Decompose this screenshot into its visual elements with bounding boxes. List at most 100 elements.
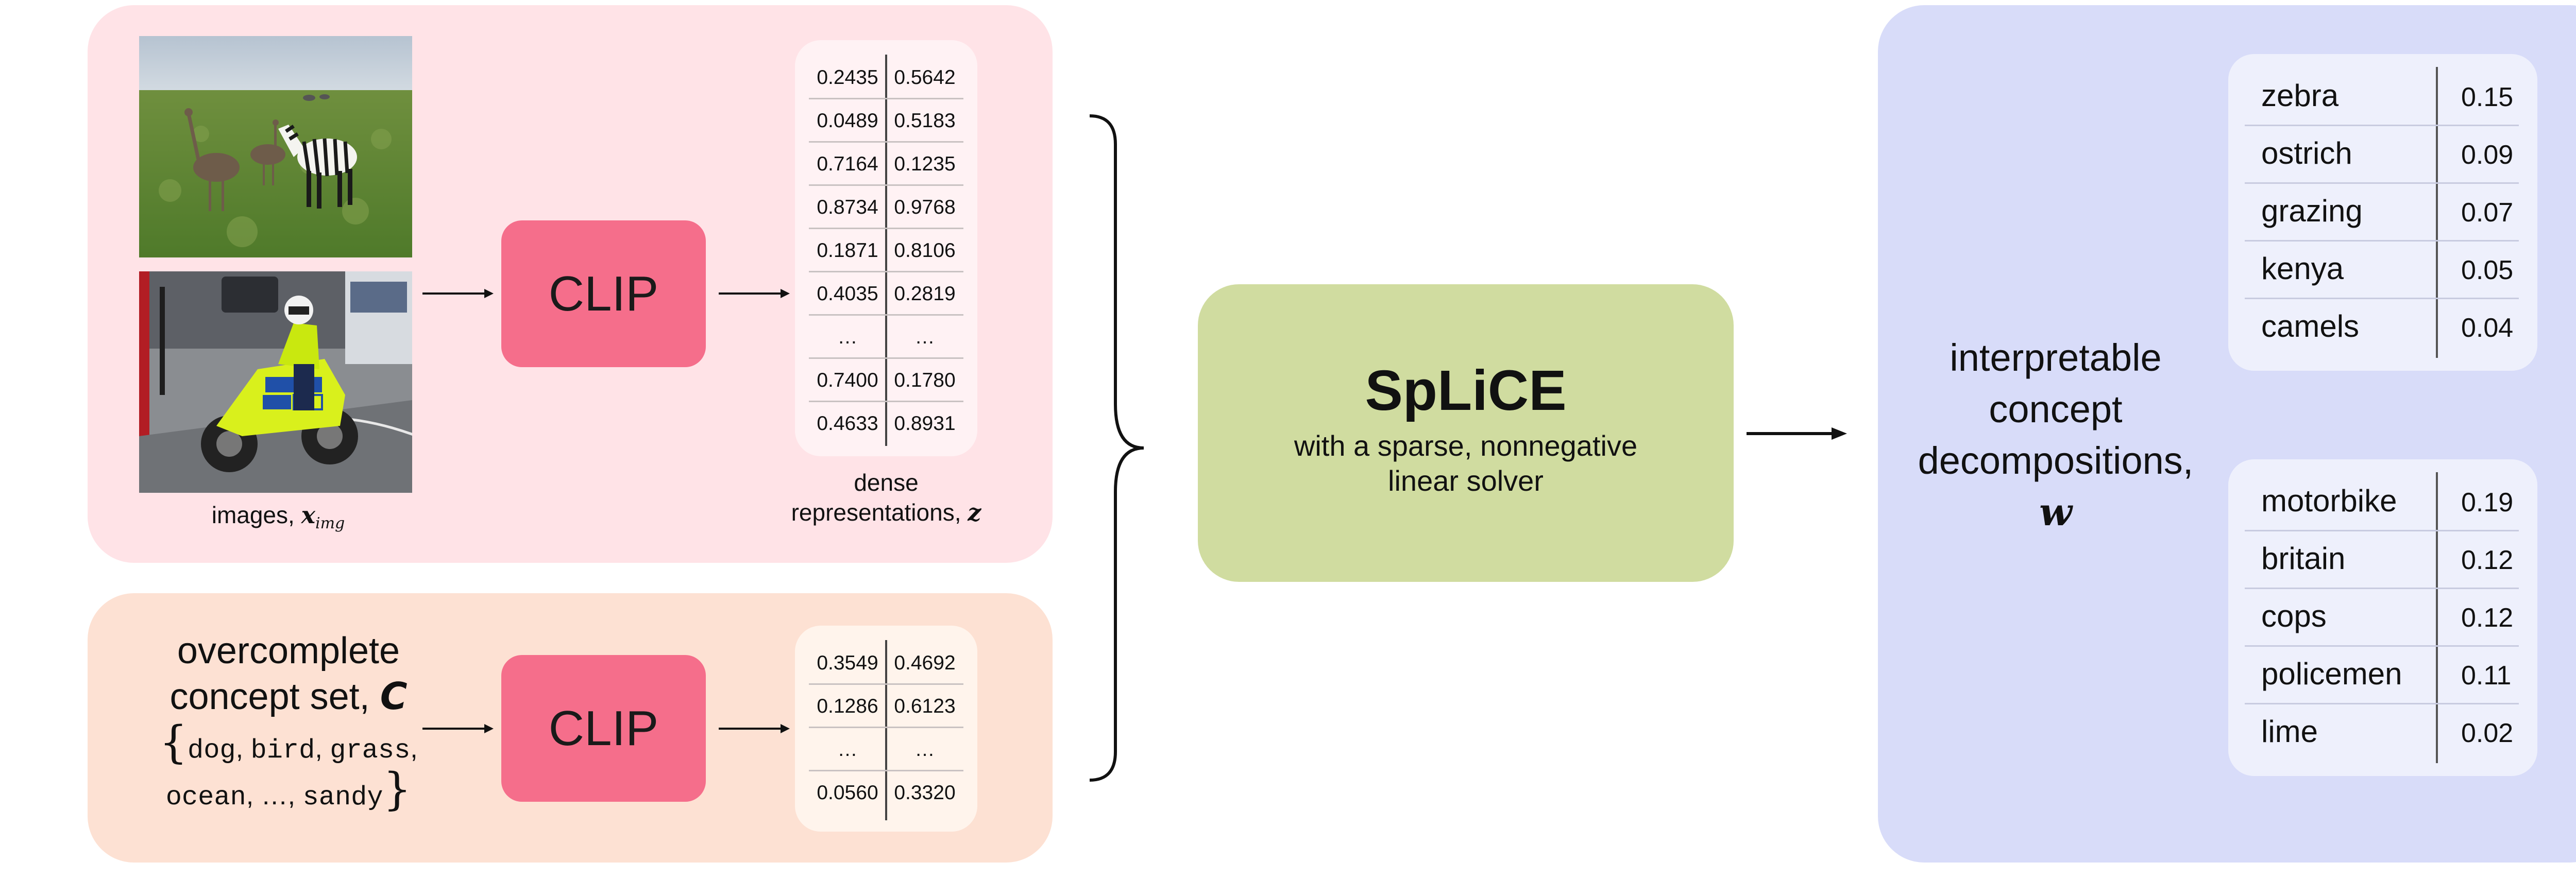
dense-vector-cell: 0.8931 [894, 412, 956, 435]
arrow-clip-to-dense [719, 289, 790, 298]
dense-vector-cell: 0.4633 [817, 412, 878, 435]
concept-weight: 0.12 [2461, 603, 2514, 633]
concept-vector-card: 0.3549 0.4692 0.1286 0.6123 … … 0.0560 0… [795, 626, 977, 832]
images-caption-text: images, [211, 502, 301, 528]
splice-title: SpLiCE [1365, 359, 1567, 422]
concept-weight: 0.09 [2461, 140, 2514, 170]
dense-vector-cell: … [837, 326, 858, 348]
images-caption: images, ximg [170, 501, 386, 532]
concept-set-line1: overcomplete [177, 630, 400, 671]
splice-subtitle-line1: with a sparse, nonnegative [1294, 429, 1638, 462]
images-caption-var: x [301, 501, 316, 529]
dense-vector-cell: 0.2435 [817, 66, 878, 89]
decomposition-row: cops 0.12 [2245, 588, 2519, 647]
decomposition-label-line3: decompositions, [1918, 439, 2194, 482]
dense-caption-var: z [968, 498, 981, 526]
zebra-ostrich-photo [139, 36, 412, 257]
concept-vector-cell: 0.6123 [894, 695, 956, 717]
decomposition-label: interpretable concept decompositions, w [1891, 332, 2221, 538]
concept-vector-cell: 0.4692 [894, 652, 956, 674]
decomposition-divider [2436, 472, 2438, 763]
dense-vector-row: 0.2435 0.5642 [809, 55, 963, 99]
decomposition-divider [2436, 67, 2438, 358]
splice-subtitle: with a sparse, nonnegative linear solver [1198, 428, 1734, 498]
police-motorbike-photo [139, 271, 412, 493]
dense-caption-text: representations, [791, 499, 968, 526]
concept-weight: 0.05 [2461, 255, 2514, 285]
concept-vector-row: 0.0560 0.3320 [809, 770, 963, 813]
dense-vector-cell: 0.2819 [894, 283, 956, 305]
concept-sep: , …, [246, 781, 303, 811]
dense-vector-row: 0.7164 0.1235 [809, 141, 963, 186]
concept-vector-cell: … [914, 738, 935, 761]
concept-set-members-2: ocean, …, sandy} [124, 767, 453, 813]
concept-set-var: C [380, 675, 408, 718]
concept-set-members: {dog, bird, grass, [124, 719, 453, 774]
concept-ocean: ocean [165, 782, 246, 813]
brace-open: { [159, 717, 188, 768]
concept-weight: 0.04 [2461, 313, 2514, 343]
dense-vector-cell: 0.1780 [894, 369, 956, 391]
decomposition-label-line1: interpretable [1950, 336, 2162, 379]
dense-vector-cell: 0.5642 [894, 66, 956, 89]
concept-bird: bird [250, 735, 315, 766]
decomposition-card-zebra: zebra 0.15 ostrich 0.09 grazing 0.07 ken… [2228, 54, 2537, 371]
concept-name: britain [2261, 541, 2346, 576]
arrow-concepts-to-clip [422, 724, 494, 733]
concept-vector-cell: 0.3320 [894, 782, 956, 804]
concept-name: lime [2261, 714, 2318, 749]
clip-label: CLIP [548, 266, 659, 321]
concept-vector-cell: 0.3549 [817, 652, 878, 674]
arrow-images-to-clip [422, 289, 494, 298]
concept-set-label: concept set, [170, 676, 380, 717]
concept-name: camels [2261, 309, 2360, 343]
dense-vector-cell: … [914, 326, 935, 348]
decomposition-row: grazing 0.07 [2245, 182, 2519, 242]
concept-grass: grass [330, 735, 411, 766]
dense-vector-cell: 0.5183 [894, 110, 956, 132]
decomposition-row: zebra 0.15 [2245, 67, 2519, 126]
dense-vector-cell: 0.8106 [894, 239, 956, 262]
clip-encoder-image: CLIP [501, 220, 706, 367]
decomposition-row: britain 0.12 [2245, 530, 2519, 589]
brace-close: } [383, 764, 412, 815]
decomposition-row: lime 0.02 [2245, 703, 2519, 761]
concept-weight: 0.11 [2461, 661, 2512, 691]
concept-vector-cell: … [837, 738, 858, 761]
concept-sandy: sandy [302, 782, 383, 813]
concept-name: ostrich [2261, 136, 2352, 170]
decomposition-row: kenya 0.05 [2245, 240, 2519, 299]
decomposition-row: camels 0.04 [2245, 298, 2519, 355]
dense-vector-cell: 0.1235 [894, 153, 956, 175]
dense-vector-row: 0.8734 0.9768 [809, 184, 963, 229]
concept-name: grazing [2261, 194, 2363, 228]
dense-vector-row: 0.4035 0.2819 [809, 271, 963, 316]
images-caption-sub: img [315, 514, 345, 533]
dense-caption-line1: dense [854, 469, 919, 496]
concept-weight: 0.12 [2461, 545, 2514, 575]
dense-vector-cell: 0.0489 [817, 110, 878, 132]
concept-name: policemen [2261, 657, 2402, 691]
concept-vector-row: 0.3549 0.4692 [809, 640, 963, 685]
decomposition-row: ostrich 0.09 [2245, 125, 2519, 184]
concept-dog: dog [187, 735, 236, 766]
concept-name: motorbike [2261, 484, 2397, 518]
decomposition-label-line2: concept [1989, 388, 2123, 430]
clip-encoder-concepts: CLIP [501, 655, 706, 802]
arrow-splice-to-output [1747, 427, 1847, 440]
dense-vector-cell: 0.7400 [817, 369, 878, 391]
concept-weight: 0.19 [2461, 488, 2514, 518]
dense-vector-cell: 0.4035 [817, 283, 878, 305]
concept-name: kenya [2261, 251, 2344, 286]
dense-vector-cell: 0.1871 [817, 239, 878, 262]
decomposition-row: motorbike 0.19 [2245, 472, 2519, 531]
splice-solver-box [1198, 284, 1734, 582]
dense-representation-card: 0.2435 0.5642 0.0489 0.5183 0.7164 0.123… [795, 40, 977, 456]
dense-vector-row: 0.1871 0.8106 [809, 228, 963, 272]
merge-brace [1089, 114, 1144, 782]
decomposition-var: w [2039, 490, 2072, 535]
concept-sep: , [315, 734, 330, 764]
dense-vector-cell: 0.8734 [817, 196, 878, 218]
concept-name: zebra [2261, 78, 2339, 113]
concept-vector-divider [885, 640, 887, 820]
